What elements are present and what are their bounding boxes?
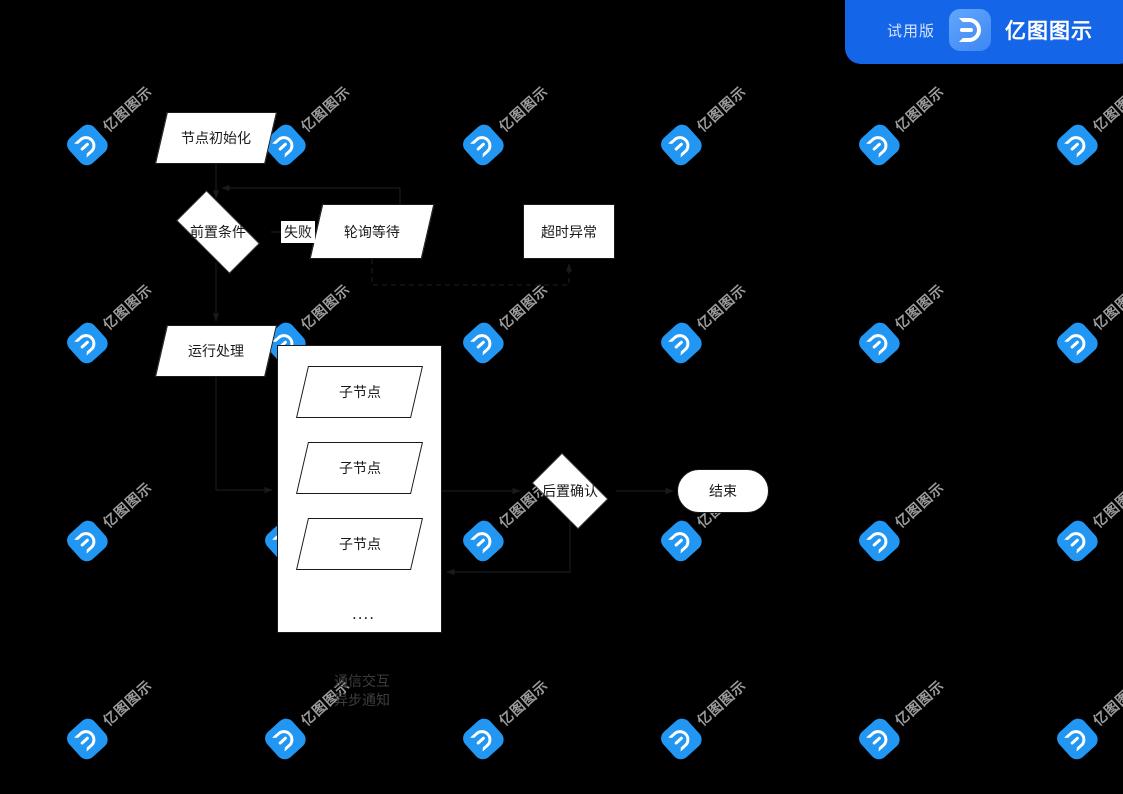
node-label: 子节点 — [338, 461, 381, 477]
node-run-processing[interactable]: 运行处理 — [154, 325, 278, 377]
node-label: 子节点 — [338, 385, 381, 401]
edge-label-fail: 失败 — [281, 221, 315, 243]
footnote-communication: 通信交互 — [334, 674, 390, 690]
edge-polling-to-timeout — [371, 259, 573, 286]
node-label: 轮询等待 — [344, 224, 400, 241]
container-dots-label: .... — [352, 605, 376, 623]
node-label: 结束 — [709, 484, 737, 500]
node-child-2[interactable]: 子节点 — [295, 442, 424, 494]
footnote-async-notify: 异步通知 — [334, 693, 390, 709]
node-precondition[interactable]: 前置条件 — [165, 190, 271, 274]
edge-postconfirm-loop-back — [446, 521, 571, 576]
node-label: 节点初始化 — [181, 131, 251, 147]
node-child-3[interactable]: 子节点 — [295, 518, 424, 570]
node-label: 后置确认 — [542, 484, 598, 500]
node-post-confirm[interactable]: 后置确认 — [524, 453, 616, 529]
edraw-logo-icon — [949, 9, 991, 51]
node-label: 运行处理 — [188, 344, 244, 360]
brand-name: 亿图图示 — [1005, 19, 1093, 43]
node-node-init[interactable]: 节点初始化 — [154, 112, 278, 164]
node-label: 子节点 — [338, 537, 381, 553]
node-child-1[interactable]: 子节点 — [295, 366, 424, 418]
node-label: 前置条件 — [190, 225, 246, 241]
node-polling-wait[interactable]: 轮询等待 — [309, 204, 435, 259]
node-timeout-exception[interactable]: 超时异常 — [523, 204, 615, 259]
node-label: 超时异常 — [541, 224, 597, 241]
trial-label: 试用版 — [886, 21, 935, 40]
edge-run-to-subnodes — [215, 377, 273, 494]
node-end[interactable]: 结束 — [677, 469, 769, 513]
trial-version-badge[interactable]: 试用版 亿图图示 — [845, 0, 1123, 64]
